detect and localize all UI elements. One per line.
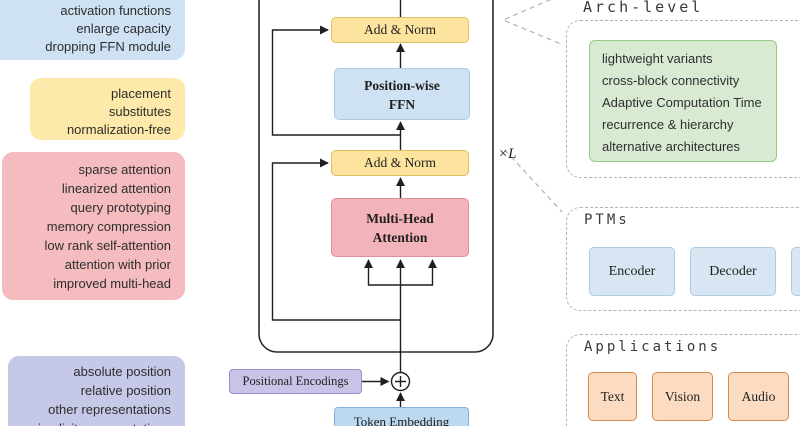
ffn-variants-tag: activation functions enlarge capacity dr… (0, 0, 185, 60)
taxonomy-item: attention with prior (64, 257, 171, 272)
taxonomy-item: activation functions (60, 3, 171, 18)
taxonomy-item: memory compression (46, 219, 171, 234)
arch-level-heading: Arch-level (583, 0, 704, 16)
add-norm-top-node: Add & Norm (331, 17, 469, 43)
taxonomy-item: substitutes (108, 104, 171, 119)
taxonomy-item: Adaptive Computation Time (602, 95, 762, 110)
taxonomy-item: normalization-free (66, 122, 171, 137)
mha-label-line2: Attention (372, 230, 428, 245)
taxonomy-item: cross-block connectivity (602, 73, 740, 88)
multi-head-attention-node: Multi-Head Attention (331, 198, 469, 257)
taxonomy-item: alternative architectures (602, 139, 741, 154)
taxonomy-item: enlarge capacity (76, 21, 171, 36)
taxonomy-item: absolute position (73, 364, 171, 379)
taxonomy-item: recurrence & hierarchy (602, 117, 734, 132)
taxonomy-item: placement (111, 86, 171, 101)
taxonomy-item: lightweight variants (602, 51, 713, 66)
applications-heading: Applications (584, 339, 722, 355)
taxonomy-item: sparse attention (78, 162, 171, 177)
ffn-label-line2: FFN (388, 97, 416, 112)
attention-variants-tag: sparse attention linearized attention qu… (2, 152, 185, 300)
taxonomy-item: improved multi-head (53, 276, 171, 291)
token-embedding-node: Token Embedding (334, 407, 469, 426)
application-vision-node: Vision (652, 372, 713, 421)
ptm-cropped-node (791, 247, 800, 296)
layers-multiplier-label: ×L (498, 146, 517, 162)
positional-encodings-node: Positional Encodings (229, 369, 362, 394)
plus-circle-icon (390, 371, 411, 392)
ptm-encoder-node: Encoder (589, 247, 675, 296)
taxonomy-item: low rank self-attention (44, 238, 171, 253)
application-text-node: Text (588, 372, 637, 421)
ptms-group (566, 207, 800, 311)
arch-level-group (566, 20, 800, 178)
taxonomy-item: other representations (48, 402, 171, 417)
taxonomy-item: implicit representations (22, 419, 171, 426)
taxonomy-item: linearized attention (61, 181, 171, 196)
taxonomy-item: dropping FFN module (45, 39, 171, 54)
ffn-label-line1: Position-wise (364, 78, 440, 93)
arch-level-tag: lightweight variants cross-block connect… (589, 40, 777, 162)
applications-group (566, 334, 800, 426)
dashed-connector-arch (501, 0, 562, 45)
taxonomy-item: relative position (80, 383, 171, 398)
ptms-heading: PTMs (584, 212, 630, 228)
ptm-decoder-node: Decoder (690, 247, 776, 296)
taxonomy-item: query prototyping (70, 200, 171, 215)
position-encoding-variants-tag: absolute position relative position othe… (8, 356, 185, 426)
position-wise-ffn-node: Position-wise FFN (334, 68, 470, 120)
layernorm-variants-tag: placement substitutes normalization-free (30, 78, 185, 140)
encoder-block-outline (258, 0, 494, 353)
mha-label-line1: Multi-Head (366, 211, 434, 226)
add-norm-bottom-node: Add & Norm (331, 150, 469, 176)
application-audio-node: Audio (728, 372, 789, 421)
